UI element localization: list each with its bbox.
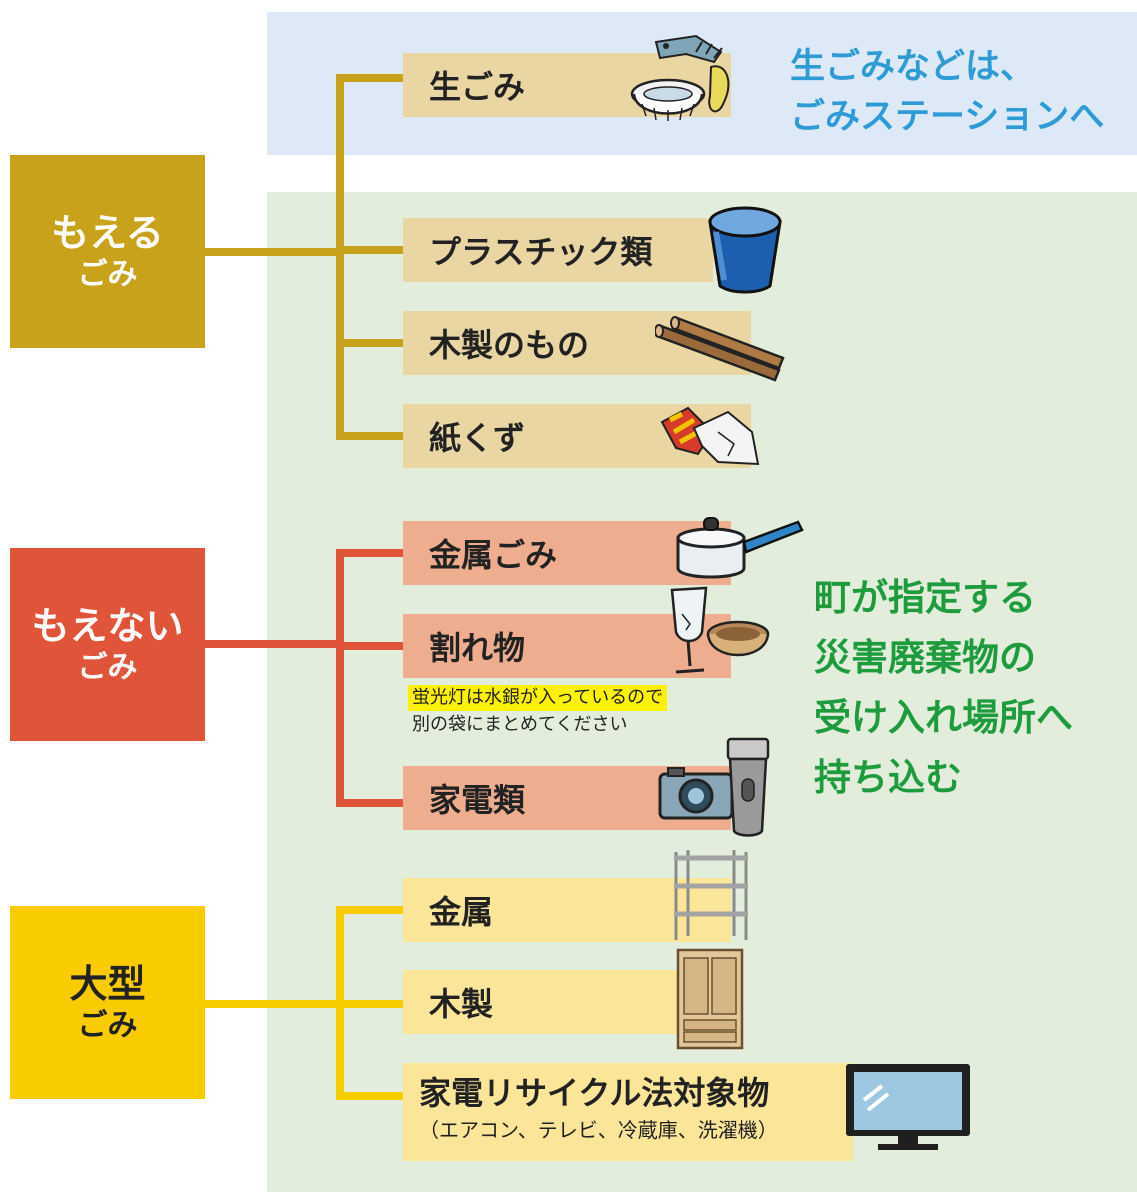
pot-icon bbox=[676, 517, 804, 579]
category-moeru-line1: もえる bbox=[51, 210, 164, 255]
branch-namagomi bbox=[336, 74, 404, 82]
category-moenai-line1: もえない bbox=[31, 603, 184, 648]
item-wooden: 木製 bbox=[403, 970, 731, 1034]
fluorescent-note-line1: 蛍光灯は水銀が入っているので bbox=[408, 685, 668, 711]
branch-paper bbox=[336, 432, 404, 440]
category-oogata: 大型 ごみ bbox=[10, 906, 205, 1099]
bucket-icon bbox=[708, 206, 782, 294]
broken-glass-icon bbox=[670, 586, 770, 674]
item-recycle-sub: （エアコン、テレビ、冷蔵庫、洗濯機） bbox=[419, 1118, 778, 1142]
branch-recycle bbox=[336, 1092, 404, 1100]
moenai-connector bbox=[205, 640, 340, 648]
branch-wood bbox=[336, 339, 404, 347]
moeru-trunk bbox=[336, 74, 344, 440]
camera-icon bbox=[658, 767, 734, 820]
metal-rack-icon bbox=[674, 850, 748, 940]
branch-broken bbox=[336, 642, 404, 650]
category-oogata-line1: 大型 bbox=[69, 961, 146, 1006]
station-note-line2: ごみステーションへ bbox=[790, 97, 1105, 137]
branch-metal bbox=[336, 906, 404, 914]
branch-wooden bbox=[336, 1000, 404, 1008]
disaster-note-line2: 災害廃棄物の bbox=[814, 636, 1036, 679]
cabinet-icon bbox=[676, 948, 744, 1050]
disaster-note-line3: 受け入れ場所へ bbox=[814, 696, 1073, 739]
fish-scraps-icon bbox=[630, 34, 730, 121]
item-recycle-label: 家電リサイクル法対象物 bbox=[419, 1074, 770, 1112]
moenai-trunk bbox=[336, 549, 344, 807]
item-plastic: プラスチック類 bbox=[403, 218, 713, 282]
category-moeru-line2: ごみ bbox=[77, 256, 138, 292]
fluorescent-note: 蛍光灯は水銀が入っているので 別の袋にまとめてください bbox=[408, 685, 738, 739]
tv-icon bbox=[846, 1064, 970, 1150]
fluorescent-note-line2: 別の袋にまとめてください bbox=[412, 714, 628, 735]
category-moenai-line2: ごみ bbox=[77, 649, 138, 685]
category-moenai: もえない ごみ bbox=[10, 548, 205, 741]
disaster-site-note: 町が指定する 災害廃棄物の 受け入れ場所へ 持ち込む bbox=[814, 568, 1073, 808]
branch-plastic bbox=[336, 246, 404, 254]
category-moeru: もえる ごみ bbox=[10, 155, 205, 348]
category-oogata-line2: ごみ bbox=[77, 1007, 138, 1043]
disaster-note-line4: 持ち込む bbox=[814, 756, 962, 799]
wood-sticks-icon bbox=[655, 316, 785, 382]
oogata-connector bbox=[205, 1000, 340, 1008]
paper-scraps-icon bbox=[660, 406, 760, 466]
item-metal-gomi: 金属ごみ bbox=[403, 521, 731, 585]
station-note: 生ごみなどは、 ごみステーションへ bbox=[790, 42, 1104, 142]
branch-appliances bbox=[336, 799, 404, 807]
moeru-connector bbox=[205, 248, 340, 256]
disaster-note-line1: 町が指定する bbox=[814, 576, 1036, 619]
branch-metal-gomi bbox=[336, 549, 404, 557]
item-recycle: 家電リサイクル法対象物 （エアコン、テレビ、冷蔵庫、洗濯機） bbox=[403, 1063, 853, 1161]
shaver-icon bbox=[726, 737, 770, 837]
station-note-line1: 生ごみなどは、 bbox=[790, 47, 1036, 87]
